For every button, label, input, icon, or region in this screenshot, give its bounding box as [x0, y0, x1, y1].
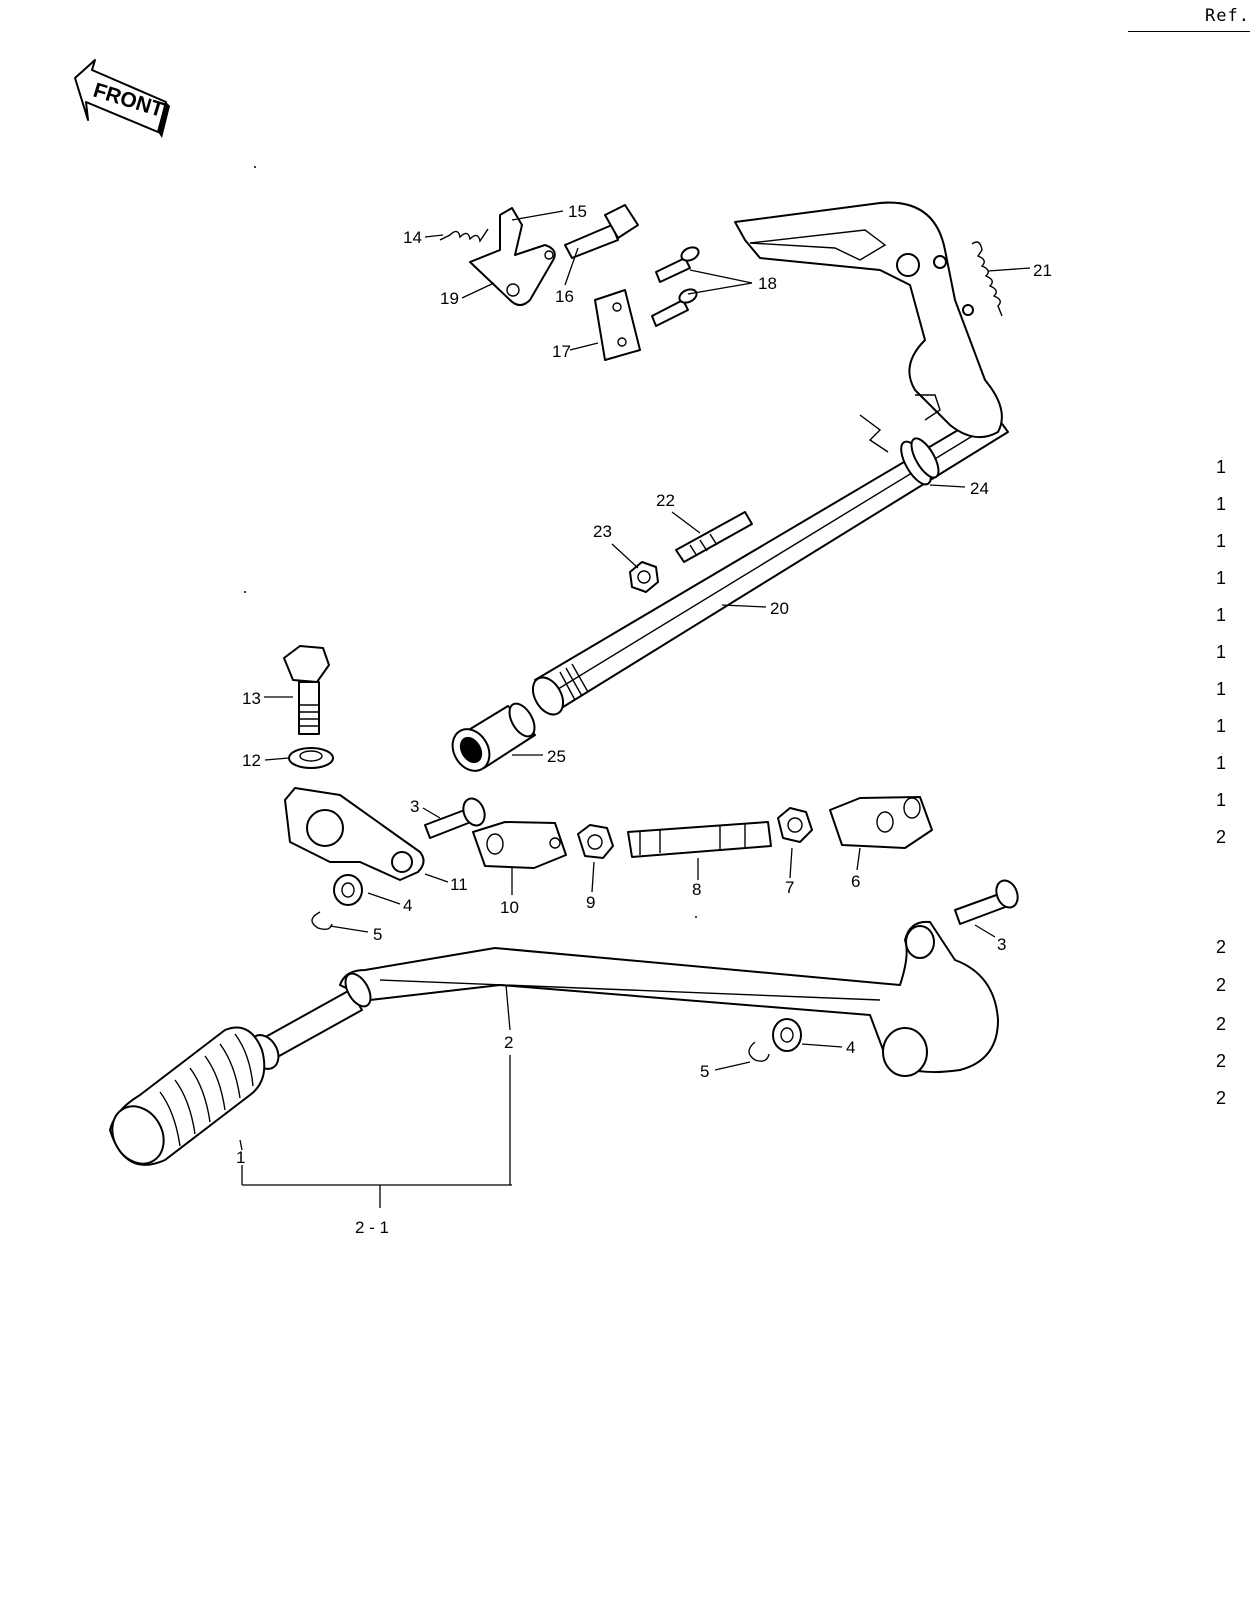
spring-21: [971, 241, 1003, 317]
ref-number: 1: [1216, 494, 1227, 514]
callout-1: 1: [236, 1148, 245, 1167]
clevis-6: [829, 796, 933, 849]
callout-15: 15: [568, 202, 587, 221]
callout-3b: 3: [997, 935, 1006, 954]
washer-4a: [333, 874, 363, 906]
callout-14: 14: [403, 228, 422, 247]
ref-number: 1: [1216, 679, 1227, 699]
spring-14: [439, 228, 489, 243]
callout-5a: 5: [373, 925, 382, 944]
shift-pedal: [339, 920, 999, 1077]
washer-12: [288, 747, 334, 769]
callout-2-1: 2 - 1: [355, 1218, 389, 1237]
callout-labels: 14 15 16 17 19 18 21 24 22 23 20 25 13 1…: [236, 202, 1052, 1237]
ref-underline: [1128, 31, 1250, 32]
bolt-13: [283, 645, 330, 735]
callout-24: 24: [970, 479, 989, 498]
callout-7: 7: [785, 878, 794, 897]
clip-5a: [311, 911, 333, 931]
ref-number: 1: [1216, 605, 1227, 625]
shift-shaft: [531, 409, 1009, 716]
bushing-25: [451, 702, 536, 772]
callout-12: 12: [242, 751, 261, 770]
callout-9: 9: [586, 893, 595, 912]
ref-number: 1: [1216, 457, 1227, 477]
callout-20: 20: [770, 599, 789, 618]
ref-number: 2: [1216, 937, 1227, 957]
ref-number: 2: [1216, 1051, 1227, 1071]
callout-4b: 4: [846, 1038, 855, 1057]
ref-number: 2: [1216, 1014, 1227, 1034]
clevis-10: [472, 821, 567, 869]
callout-22: 22: [656, 491, 675, 510]
callout-4a: 4: [403, 896, 412, 915]
pin-3a: [424, 797, 486, 839]
screw-18: [651, 246, 700, 327]
callout-8: 8: [692, 880, 701, 899]
rod-8: [627, 821, 772, 858]
pin-3b: [954, 879, 1019, 925]
leader-lines: [239, 210, 1031, 1208]
callout-23: 23: [593, 522, 612, 541]
ref-number: 1: [1216, 790, 1227, 810]
callout-25: 25: [547, 747, 566, 766]
nut-7: [777, 807, 813, 843]
nut-23: [629, 561, 659, 593]
callout-6: 6: [851, 872, 860, 891]
ref-number: 2: [1216, 1088, 1227, 1108]
clip-5b: [748, 1041, 770, 1062]
rubber-footpeg-1: [109, 1026, 266, 1166]
callout-19: 19: [440, 289, 459, 308]
plate-17: [594, 289, 641, 361]
ref-number: 1: [1216, 568, 1227, 588]
callout-13: 13: [242, 689, 261, 708]
callout-3a: 3: [410, 797, 419, 816]
ref-number: 1: [1216, 642, 1227, 662]
washer-4b: [772, 1018, 802, 1052]
callout-5b: 5: [700, 1062, 709, 1081]
ref-number: 1: [1216, 531, 1227, 551]
callout-11: 11: [450, 875, 468, 894]
lever-15-19: [469, 207, 556, 306]
nut-9: [577, 824, 614, 859]
callout-2: 2: [504, 1033, 513, 1052]
callout-16: 16: [555, 287, 574, 306]
callout-10: 10: [500, 898, 519, 917]
bolt-16: [564, 204, 639, 259]
callout-18: 18: [758, 274, 777, 293]
callout-17: 17: [552, 342, 571, 361]
shift-arm-bracket: [734, 201, 1003, 439]
ref-number: 1: [1216, 753, 1227, 773]
ref-number: 1: [1216, 716, 1227, 736]
clamp-arm-11: [284, 787, 425, 881]
front-arrow-icon: FRONT: [74, 59, 170, 138]
callout-21: 21: [1033, 261, 1052, 280]
ref-number: 2: [1216, 827, 1227, 847]
pin-22: [675, 511, 753, 563]
ref-label: Ref.: [1205, 6, 1250, 26]
ref-number: 2: [1216, 975, 1227, 995]
